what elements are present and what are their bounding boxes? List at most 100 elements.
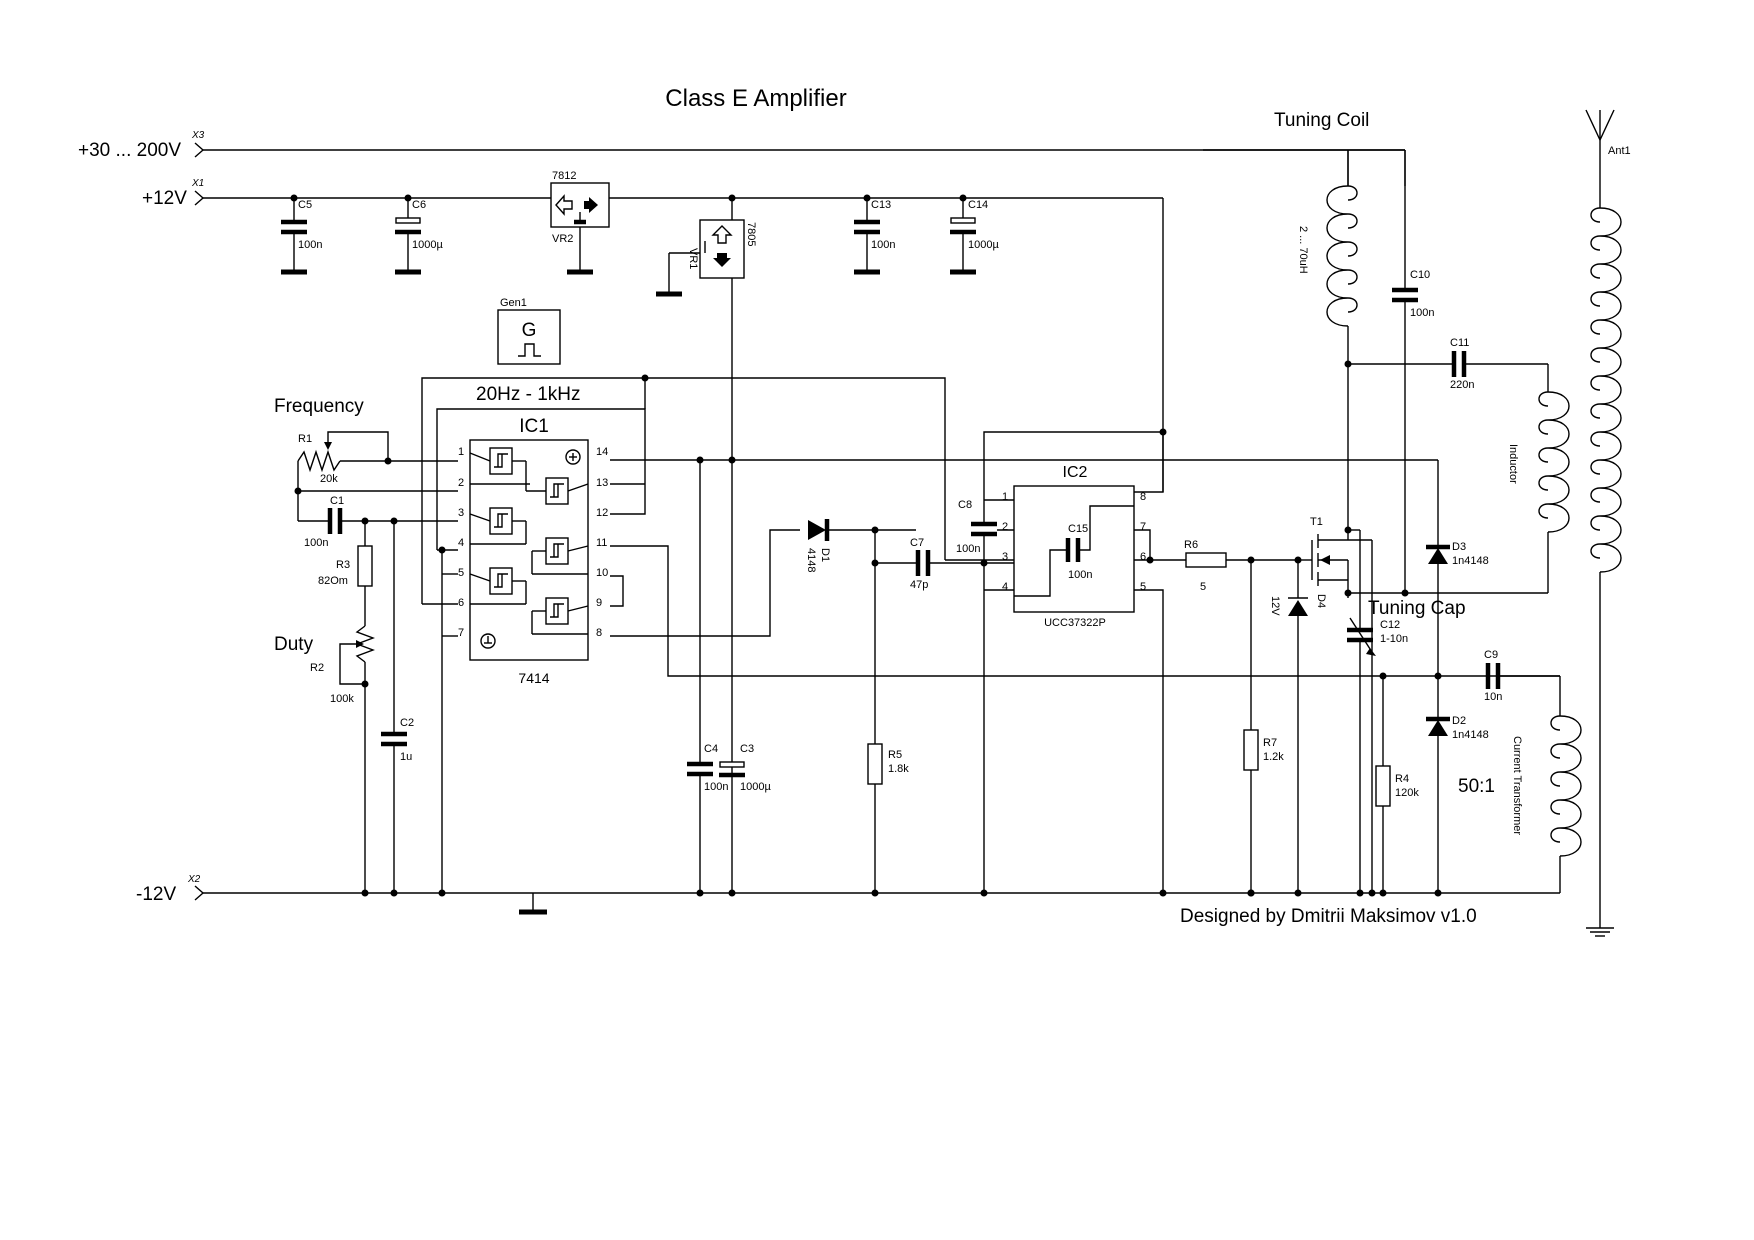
designer-credit: Designed by Dmitrii Maksimov v1.0 xyxy=(1180,906,1477,927)
svg-text:UCC37322P: UCC37322P xyxy=(1044,617,1106,629)
svg-text:10n: 10n xyxy=(1484,691,1502,703)
svg-text:C5: C5 xyxy=(298,199,312,211)
frequency-label: Frequency xyxy=(274,396,364,417)
neg-rail: -12V X2 xyxy=(136,874,1560,915)
svg-text:5: 5 xyxy=(1200,581,1206,593)
ic1-7414: IC1 7414 1 2 3 4 5 6 7 8 9 10 11 12 13 1… xyxy=(458,416,608,686)
capacitor-c6: C6 1000µ xyxy=(395,194,443,275)
svg-text:VR2: VR2 xyxy=(552,233,573,245)
svg-text:C9: C9 xyxy=(1484,649,1498,661)
capacitor-c1: C1 100n xyxy=(297,491,458,549)
neg-connector-arrow xyxy=(194,885,205,901)
hv-connector-label: X3 xyxy=(191,130,205,141)
svg-text:1n4148: 1n4148 xyxy=(1452,555,1489,567)
ic2-out-wire xyxy=(1134,529,1151,561)
svg-text:R1: R1 xyxy=(298,433,312,445)
svg-text:1000µ: 1000µ xyxy=(740,781,771,793)
svg-text:R4: R4 xyxy=(1395,773,1409,785)
svg-text:100n: 100n xyxy=(1068,569,1092,581)
svg-text:47p: 47p xyxy=(910,579,928,591)
resistor-r4: R4 120k xyxy=(1375,672,1419,897)
hv-rail-label: +30 ... 200V xyxy=(78,140,181,161)
variable-capacitor-c12: C12 1-10n xyxy=(1347,529,1408,897)
svg-text:2 ... 70uH: 2 ... 70uH xyxy=(1297,226,1309,274)
svg-text:14: 14 xyxy=(596,446,608,458)
svg-text:C14: C14 xyxy=(968,199,988,211)
svg-text:100n: 100n xyxy=(1410,307,1434,319)
svg-text:12V: 12V xyxy=(1269,596,1281,616)
svg-text:D2: D2 xyxy=(1452,715,1466,727)
neg-connector-label: X2 xyxy=(187,874,201,885)
antenna-label: Ant1 xyxy=(1608,145,1631,157)
svg-text:VR1: VR1 xyxy=(687,248,699,269)
capacitor-c5: C5 100n xyxy=(281,194,322,275)
tuning-coil-l1: 2 ... 70uH xyxy=(1297,150,1358,597)
svg-text:3: 3 xyxy=(1002,551,1008,563)
svg-text:7414: 7414 xyxy=(518,670,549,686)
svg-text:5: 5 xyxy=(458,567,464,579)
resistor-r5: R5 1.8k xyxy=(867,530,909,897)
capacitor-c13: C13 100n xyxy=(854,194,895,275)
capacitor-c10: C10 100n xyxy=(1392,150,1434,597)
ic2-gnd-wire xyxy=(1134,589,1164,893)
svg-text:120k: 120k xyxy=(1395,787,1419,799)
svg-text:100n: 100n xyxy=(304,537,328,549)
svg-text:8: 8 xyxy=(1140,491,1146,503)
svg-text:4: 4 xyxy=(1002,581,1008,593)
svg-text:D4: D4 xyxy=(1315,594,1327,608)
svg-text:R5: R5 xyxy=(888,749,902,761)
svg-text:D3: D3 xyxy=(1452,541,1466,553)
svg-text:100n: 100n xyxy=(298,239,322,251)
svg-text:C3: C3 xyxy=(740,743,754,755)
svg-text:R6: R6 xyxy=(1184,539,1198,551)
svg-text:100n: 100n xyxy=(871,239,895,251)
v12-connector-label: X1 xyxy=(191,178,204,189)
capacitor-c3: C3 1000µ xyxy=(719,743,771,897)
capacitor-c11: C11 220n xyxy=(1348,337,1548,391)
svg-text:C4: C4 xyxy=(704,743,718,755)
v12-rail: +12V X1 xyxy=(142,178,1164,492)
regulator-vr1: VR1 7805 xyxy=(656,194,757,893)
antenna-coil: Ant1 xyxy=(1585,109,1631,937)
svg-text:2: 2 xyxy=(458,477,464,489)
svg-text:2: 2 xyxy=(1002,521,1008,533)
capacitor-c14: C14 1000µ xyxy=(950,194,999,275)
svg-text:9: 9 xyxy=(596,597,602,609)
svg-text:R7: R7 xyxy=(1263,737,1277,749)
resistor-r3: R3 82Om xyxy=(318,521,373,626)
tuning-coil-label: Tuning Coil xyxy=(1274,110,1369,131)
svg-text:4148: 4148 xyxy=(805,548,817,572)
svg-text:4: 4 xyxy=(458,537,464,549)
capacitor-c2: C2 1u xyxy=(381,521,414,893)
svg-text:1000µ: 1000µ xyxy=(412,239,443,251)
tuning-cap-label: Tuning Cap xyxy=(1368,598,1466,619)
svg-text:1000µ: 1000µ xyxy=(968,239,999,251)
ic2-ucc37322p: IC2 UCC37322P 1 2 3 4 5 6 7 8 C15 100n xyxy=(1002,464,1146,629)
svg-text:C13: C13 xyxy=(871,199,891,211)
svg-text:100k: 100k xyxy=(330,693,354,705)
freq-range-label: 20Hz - 1kHz xyxy=(476,384,581,405)
svg-text:7805: 7805 xyxy=(745,222,757,246)
hv-rail: +30 ... 200V X3 xyxy=(78,130,1406,186)
capacitor-c7: C7 47p xyxy=(875,537,1014,591)
svg-text:C12: C12 xyxy=(1380,619,1400,631)
svg-text:IC2: IC2 xyxy=(1063,464,1088,481)
svg-text:6: 6 xyxy=(458,597,464,609)
diode-d1: D1 4148 xyxy=(805,519,916,572)
svg-text:1-10n: 1-10n xyxy=(1380,633,1408,645)
svg-text:C10: C10 xyxy=(1410,269,1430,281)
svg-text:13: 13 xyxy=(596,477,608,489)
svg-text:10: 10 xyxy=(596,567,608,579)
svg-text:C15: C15 xyxy=(1068,523,1088,535)
regulator-vr2: 7812 VR2 xyxy=(550,170,610,275)
svg-text:100n: 100n xyxy=(956,543,980,555)
svg-text:IC1: IC1 xyxy=(519,416,549,437)
capacitor-c4: C4 100n xyxy=(687,460,728,897)
potentiometer-r2: R2 100k xyxy=(310,625,375,893)
svg-text:8: 8 xyxy=(596,627,602,639)
current-transformer-l3: Current Transformer xyxy=(1498,675,1582,893)
diode-d3: D3 1n4148 xyxy=(1426,541,1489,720)
v12-rail-label: +12V xyxy=(142,188,187,209)
svg-text:7812: 7812 xyxy=(552,170,576,182)
